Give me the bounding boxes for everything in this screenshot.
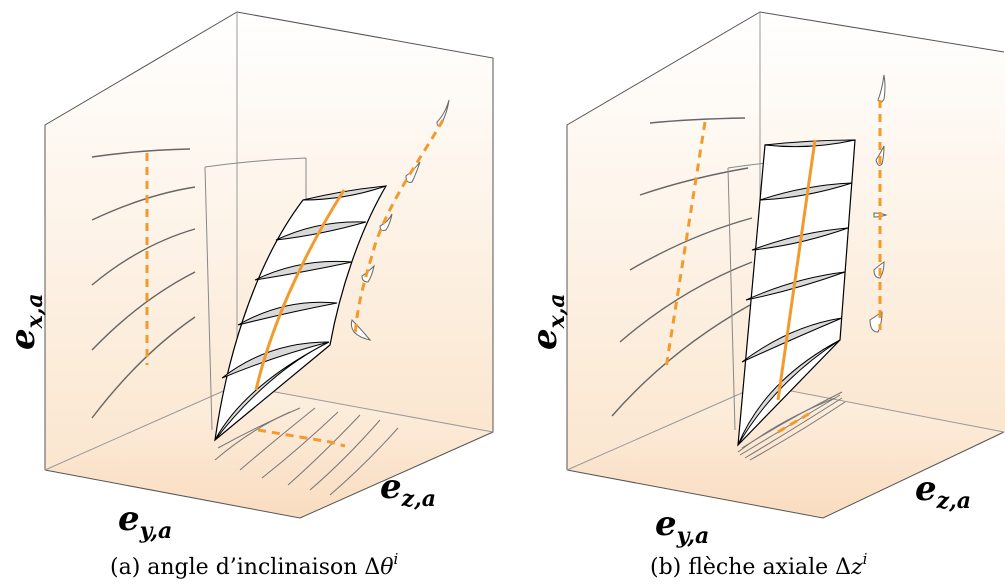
axis-label-x-a: ex,a — [3, 293, 48, 350]
caption-a: (a) angle d’inclinaison Δθi — [110, 550, 399, 580]
axis-label-x-b: ex,a — [525, 293, 570, 350]
axis-z-symbol: e — [915, 469, 937, 509]
floor-projection — [737, 391, 846, 461]
floor — [45, 385, 493, 518]
axis-y-symbol: e — [655, 504, 677, 544]
axis-y-symbol: e — [118, 499, 140, 539]
left-projection — [611, 117, 753, 417]
axis-y-subscript: y,a — [676, 523, 710, 549]
axis-y-subscript: y,a — [139, 518, 173, 544]
axis-label-z-b: ez,a — [915, 469, 971, 514]
caption-a-text: (a) angle d’inclinaison Δ — [110, 555, 380, 580]
box-edges — [44, 11, 494, 519]
left-wall — [45, 12, 237, 470]
svg-text:ex,a: ex,a — [525, 293, 570, 350]
axis-x-symbol: e — [525, 328, 565, 350]
svg-text:ex,a: ex,a — [3, 293, 48, 350]
axis-z-subscript: z,a — [936, 488, 971, 514]
axis-x-subscript: x,a — [544, 293, 570, 329]
floor-projection — [214, 407, 399, 496]
axis-x-subscript: x,a — [22, 293, 48, 329]
caption-b-symbol: z — [850, 555, 863, 580]
left-projection — [91, 148, 196, 419]
caption-b: (b) flèche axiale Δzi — [650, 550, 868, 580]
axis-label-y-a: ey,a — [118, 499, 172, 544]
caption-a-superscript: i — [394, 550, 399, 568]
axis-label-z-a: ez,a — [380, 467, 436, 512]
axis-label-y-b: ey,a — [655, 504, 709, 549]
blade-3d — [214, 185, 388, 442]
axis-x-symbol: e — [3, 328, 43, 350]
panel-b: ex,a ey,a ez,a (b) flèche axiale Δzi — [525, 11, 1005, 580]
axis-z-subscript: z,a — [401, 486, 436, 512]
caption-b-text: (b) flèche axiale Δ — [650, 555, 851, 580]
axis-z-symbol: e — [380, 467, 402, 507]
right-projection-stacking-line — [353, 119, 445, 336]
floor-projection-stacking-line — [777, 410, 813, 434]
blade-stacking-line — [776, 139, 817, 401]
blade-stacking-line — [254, 189, 346, 391]
caption-a-symbol: θ — [380, 555, 393, 580]
floor — [567, 385, 1005, 518]
floor-projection-stacking-line — [257, 428, 346, 448]
panel-a: ex,a ey,a ez,a (a) angle d’inclinaison Δ… — [3, 11, 494, 580]
left-wall — [567, 12, 760, 470]
caption-b-superscript: i — [863, 550, 868, 568]
